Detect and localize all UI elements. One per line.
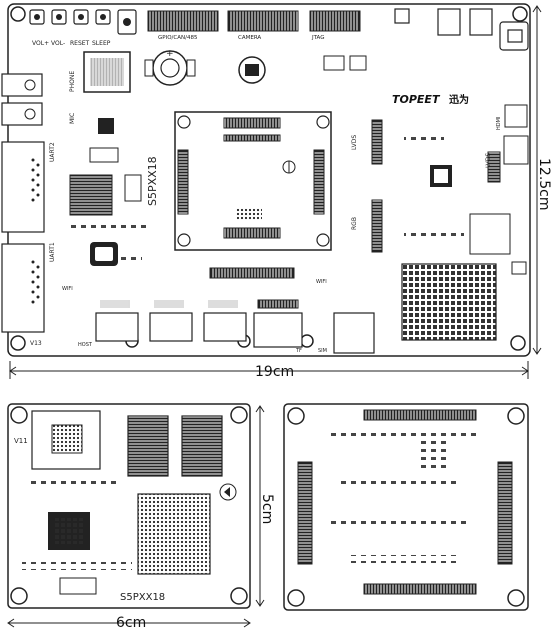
label-wifi-module: WIFI	[316, 279, 327, 285]
brand-chinese: 迅为	[449, 93, 469, 106]
svg-text:+: +	[166, 49, 174, 59]
bottom-connectors	[95, 267, 375, 354]
module-label-main: S5PXX18	[146, 156, 159, 206]
dim-height-core: 5cm	[259, 494, 275, 524]
brand-topeet: TOPEET	[392, 93, 441, 106]
dim-width-main: 19cm	[255, 364, 294, 380]
header-label-camera: CAMERA	[238, 35, 261, 41]
label-wifi-antenna: WIFI	[62, 286, 73, 292]
label-host: HOST	[78, 342, 93, 348]
main-dimensions	[9, 5, 542, 379]
header-connectors	[147, 10, 361, 32]
header-label-gpio: GPIO/CAN/485	[158, 35, 198, 41]
left-connectors	[1, 73, 45, 333]
brand-logo: TOPEET 迅为	[392, 93, 469, 106]
label-phone: PHONE	[69, 71, 76, 92]
right-edge-connector	[511, 261, 527, 275]
label-lvds-1: LVDS	[351, 135, 358, 150]
core-dimensions	[7, 405, 265, 628]
label-rgb: RGB	[351, 217, 358, 230]
label-uart1: UART1	[49, 242, 56, 262]
label-mic: MIC	[69, 113, 76, 124]
dim-width-core: 6cm	[116, 615, 146, 631]
button-label-vol-up: VOL+	[32, 40, 49, 47]
label-tf: TF	[295, 348, 302, 354]
power-connectors	[394, 8, 529, 51]
header-jtag	[309, 10, 361, 32]
button-label-sleep: SLEEP	[92, 40, 111, 47]
top-buttons	[29, 9, 137, 35]
header-label-jtag: JTAG	[311, 35, 324, 41]
core-board-back	[283, 403, 529, 611]
dim-height-main: 12.5cm	[536, 158, 552, 211]
right-components	[323, 55, 529, 341]
core-module-socket	[174, 111, 332, 251]
core-label-v11: V11	[14, 437, 28, 445]
main-board: VOL+ VOL- RESET SLEEP GPIO/CAN/485 CAMER…	[1, 3, 531, 357]
label-sim: SIM	[318, 348, 327, 354]
header-camera	[227, 10, 299, 32]
left-components	[69, 51, 150, 266]
core-front-module-label: S5PXX18	[120, 592, 165, 603]
button-label-reset: RESET	[70, 40, 90, 47]
capacitor	[238, 56, 266, 84]
header-gpio	[147, 10, 219, 32]
battery: +	[144, 49, 196, 86]
button-label-vol-down: VOL-	[51, 40, 65, 47]
label-uart2: UART2	[49, 142, 56, 162]
label-hdmi: HDMI	[496, 117, 502, 130]
core-board-front: V11 S5PXX18	[7, 403, 251, 609]
watermark	[100, 300, 238, 308]
label-v13: V13	[30, 340, 42, 347]
core-back-outline	[283, 403, 529, 611]
